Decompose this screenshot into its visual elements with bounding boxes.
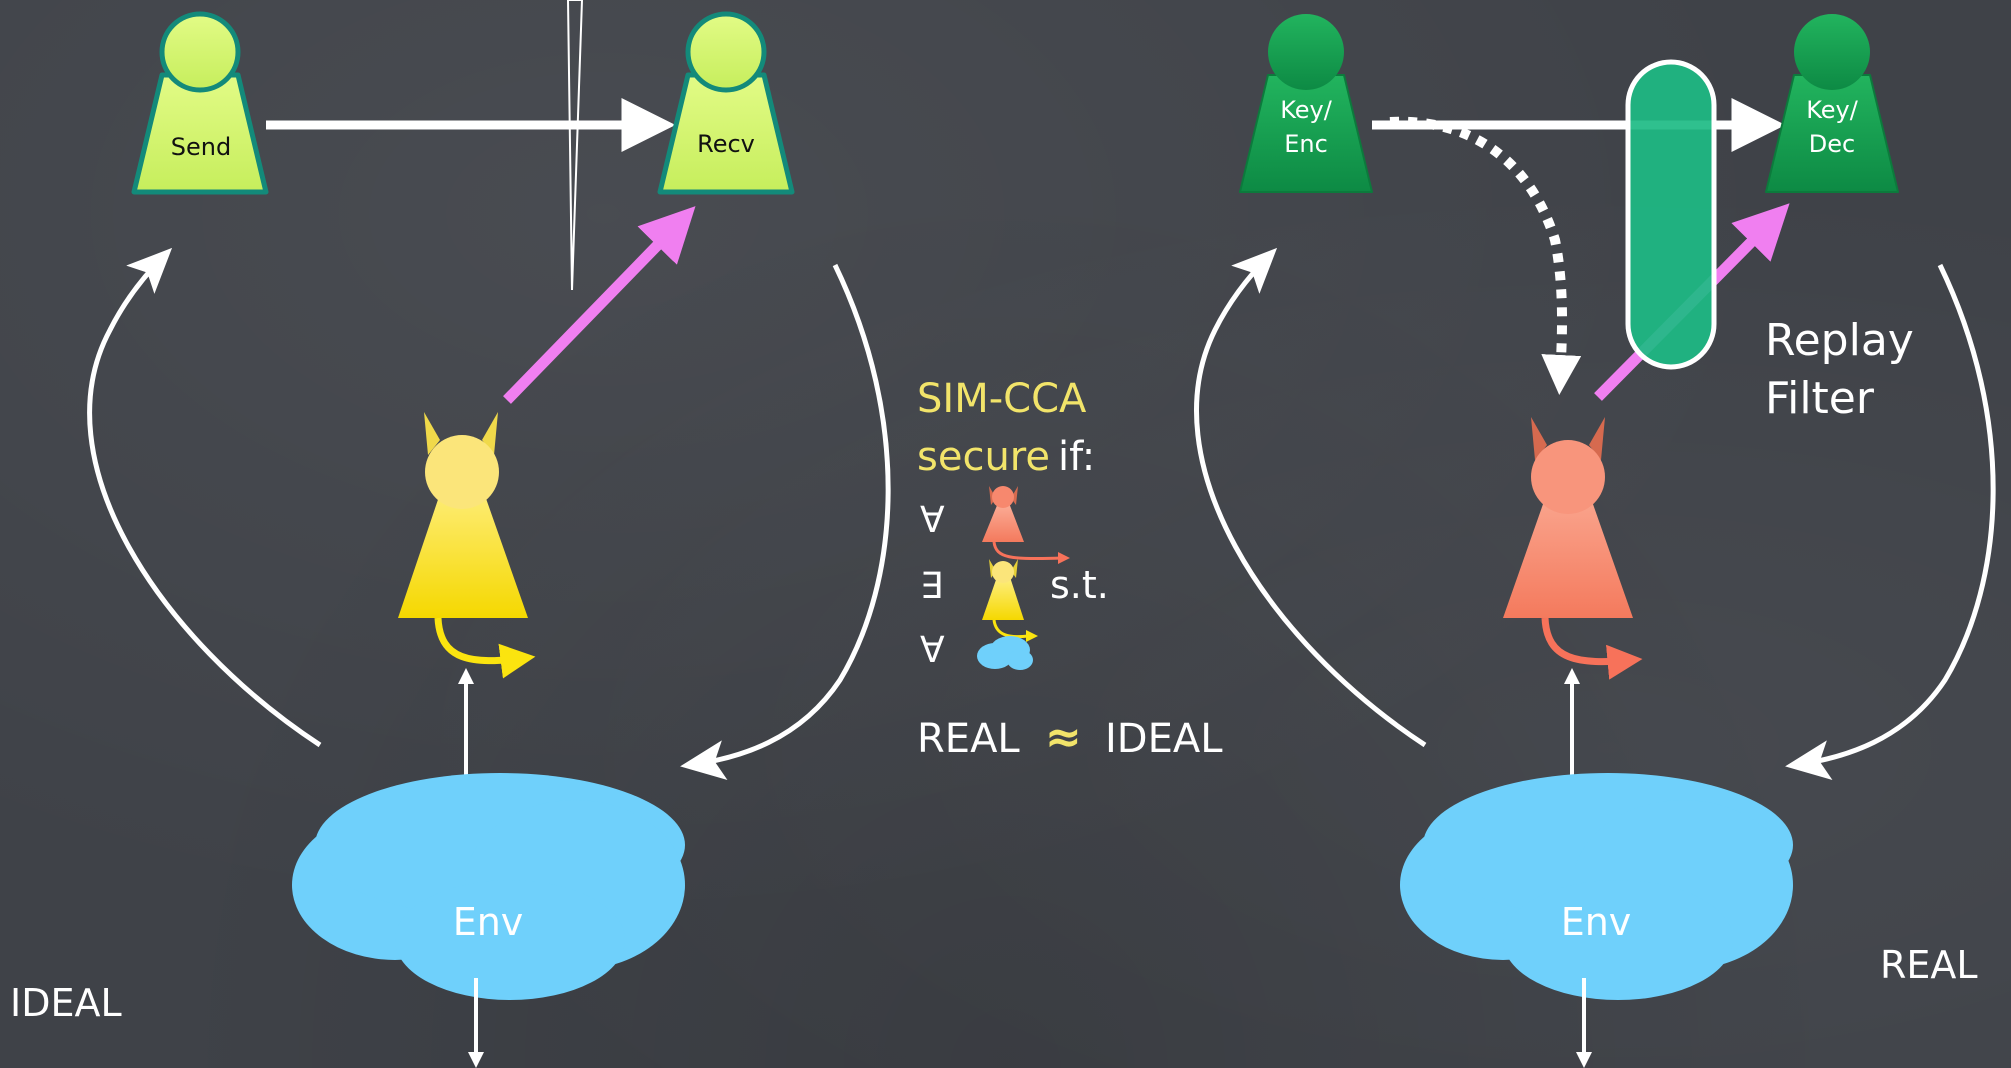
such-that-label: s.t. <box>1050 563 1109 607</box>
real-adversary <box>1503 417 1643 680</box>
real-adversary-small-icon <box>982 486 1070 564</box>
real-environment-cloud: Env <box>1400 773 1793 1000</box>
ideal-recv-to-env-arrow <box>680 263 891 780</box>
replay-filter-box <box>1625 59 1717 370</box>
conclusion-ideal: IDEAL <box>1105 716 1223 762</box>
real-dec-to-env-arrow <box>1785 263 1996 780</box>
forall-symbol: ∀ <box>920 500 945 541</box>
real-keydec-label-line1: Key/ <box>1806 96 1859 124</box>
ideal-simulator-adversary <box>398 412 536 679</box>
definition-if-word: if: <box>1058 434 1095 480</box>
real-world-label: REAL <box>1880 943 1978 987</box>
real-enc-to-adversary-dashed-arrow <box>1389 116 1582 395</box>
real-keyenc-label-line2: Enc <box>1284 130 1328 158</box>
ideal-send-party: Send <box>131 11 269 195</box>
conclusion-approx: ≈ <box>1045 712 1082 763</box>
definition-block: SIM-CCA secure if: ∀ ∃ s.t. ∀ RE <box>917 376 1223 763</box>
ideal-recv-label: Recv <box>697 130 755 158</box>
ideal-channel-cut <box>566 0 584 291</box>
real-keyenc-label-line1: Key/ <box>1280 96 1333 124</box>
replay-filter-label-line2: Filter <box>1765 373 1875 424</box>
forall-env-symbol: ∀ <box>920 630 945 671</box>
ideal-world-label: IDEAL <box>10 981 122 1025</box>
environment-small-icon <box>977 636 1033 670</box>
real-keyenc-party: Key/ Enc <box>1239 14 1373 193</box>
ideal-env-label: Env <box>453 900 524 944</box>
conclusion-real: REAL <box>917 716 1020 762</box>
definition-title: SIM-CCA <box>917 376 1087 422</box>
real-env-label: Env <box>1561 900 1632 944</box>
definition-secure-word: secure <box>917 434 1050 480</box>
ideal-environment-cloud: Env <box>292 773 685 1000</box>
real-keydec-party: Key/ Dec <box>1765 14 1899 193</box>
real-keydec-label-line2: Dec <box>1809 130 1855 158</box>
simulator-small-icon <box>982 559 1038 642</box>
ideal-env-to-send-arrow <box>87 247 322 748</box>
ideal-adversary-to-recv-arrow <box>503 206 696 404</box>
ideal-send-label: Send <box>171 133 231 161</box>
ideal-recv-party: Recv <box>657 11 795 195</box>
exists-symbol: ∃ <box>920 566 943 607</box>
real-env-to-enc-arrow <box>1194 247 1427 748</box>
replay-filter-label-line1: Replay <box>1765 315 1914 366</box>
